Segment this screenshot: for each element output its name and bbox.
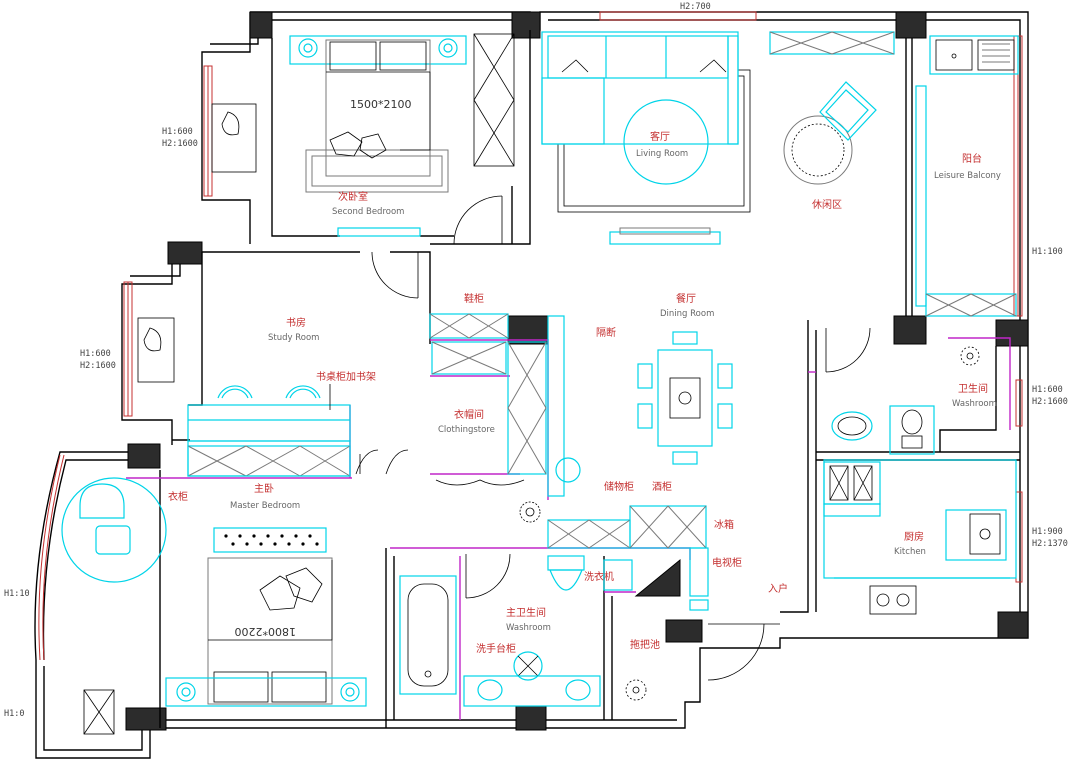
- wine-cabinet-label: 酒柜: [652, 480, 672, 493]
- washroom-main-en: Washroom: [506, 623, 551, 633]
- leisure-area-label: 休闲区: [812, 198, 842, 211]
- dim-left-mid-1: H1:600: [80, 349, 111, 359]
- dim-left-mid-2: H2:1600: [80, 361, 116, 371]
- shower-icon: [625, 679, 647, 701]
- wardrobe-label: 衣柜: [168, 490, 188, 503]
- second-bedroom-en: Second Bedroom: [332, 207, 404, 217]
- tv-cabinet-label: 电视柜: [712, 556, 742, 569]
- living-room: 客厅 Living Room 休闲区: [541, 31, 895, 245]
- outer-walls: [34, 11, 1029, 759]
- leisure-balcony: 阳台 Leisure Balcony: [915, 35, 1019, 317]
- shoe-cabinet-label: 鞋柜: [464, 292, 484, 305]
- interior-walls: [159, 30, 1020, 728]
- dim-right-top: H1:100: [1032, 247, 1063, 257]
- dining-room: 餐厅 Dining Room: [637, 292, 733, 465]
- main-washroom: 洗衣机 主卫生间 Washroom 洗手台柜: [399, 553, 633, 707]
- partitions: [126, 337, 1011, 720]
- study-room-en: Study Room: [268, 333, 319, 343]
- second-bed-size: 1500*2100: [350, 98, 412, 111]
- dim-right-low-1: H1:900: [1032, 527, 1063, 537]
- dim-right-mid-1: H1:600: [1032, 385, 1063, 395]
- shower-head-icon: [960, 346, 980, 366]
- kitchen-en: Kitchen: [894, 547, 926, 557]
- storage-label: 储物柜: [604, 480, 634, 493]
- living-room-en: Living Room: [636, 149, 688, 159]
- washroom-guest-en: Washroom: [952, 399, 997, 409]
- kitchen-cn: 厨房: [904, 530, 924, 543]
- study-room: 书房 Study Room 书桌柜加书架: [137, 251, 419, 442]
- dining-room-en: Dining Room: [660, 309, 714, 319]
- master-bedroom-en: Master Bedroom: [230, 501, 300, 511]
- study-desk-label: 书桌柜加书架: [316, 370, 376, 383]
- second-bedroom: 1500*2100 次卧室 Second Bedroom: [211, 33, 515, 245]
- mop-area: 拖把池 入户: [625, 582, 788, 701]
- dimension-labels: H2:700 H1:600 H2:1600 H1:600 H2:1600 H1:…: [4, 2, 1068, 719]
- guest-washroom: 卫生间 Washroom: [825, 327, 997, 455]
- living-room-cn: 客厅: [650, 130, 670, 143]
- cloakroom: 鞋柜 衣帽间 Clothingstore 隔断: [429, 292, 616, 523]
- dim-right-mid-2: H2:1600: [1032, 397, 1068, 407]
- study-room-cn: 书房: [286, 316, 306, 329]
- washroom-main-cn: 主卫生间: [506, 606, 546, 619]
- dim-top: H2:700: [680, 2, 711, 12]
- dim-left-bottom: H1:0: [4, 709, 24, 719]
- plant-icon: [519, 501, 541, 523]
- balcony-cn: 阳台: [962, 152, 982, 165]
- dim-left-top-1: H1:600: [162, 127, 193, 137]
- vanity-label: 洗手台柜: [476, 642, 516, 655]
- washer-label: 洗衣机: [584, 570, 614, 583]
- dim-left-curve: H1:10: [4, 589, 30, 599]
- washroom-guest-cn: 卫生间: [958, 382, 988, 395]
- cloakroom-en: Clothingstore: [438, 425, 495, 435]
- kitchen: 厨房 Kitchen: [823, 459, 1017, 615]
- dim-left-top-2: H2:1600: [162, 139, 198, 149]
- fridge-label: 冰箱: [714, 518, 734, 531]
- cloakroom-cn: 衣帽间: [454, 408, 484, 421]
- dim-right-low-2: H2:1370: [1032, 539, 1068, 549]
- master-bed-size: 1800*2200: [235, 625, 297, 638]
- master-bedroom: 主卧 Master Bedroom 衣柜 1800*2200: [61, 445, 409, 735]
- balcony-en: Leisure Balcony: [934, 171, 1001, 181]
- mop-pool-label: 拖把池: [630, 638, 660, 651]
- partition-label: 隔断: [596, 326, 616, 339]
- entrance-label: 入户: [768, 582, 788, 595]
- master-bedroom-cn: 主卧: [254, 482, 274, 495]
- dining-room-cn: 餐厅: [676, 292, 696, 305]
- storage-row: 储物柜 酒柜 冰箱 电视柜: [547, 480, 742, 611]
- second-bedroom-cn: 次卧室: [338, 190, 368, 203]
- windows: [38, 11, 1023, 661]
- wardrobe-row: [187, 440, 361, 477]
